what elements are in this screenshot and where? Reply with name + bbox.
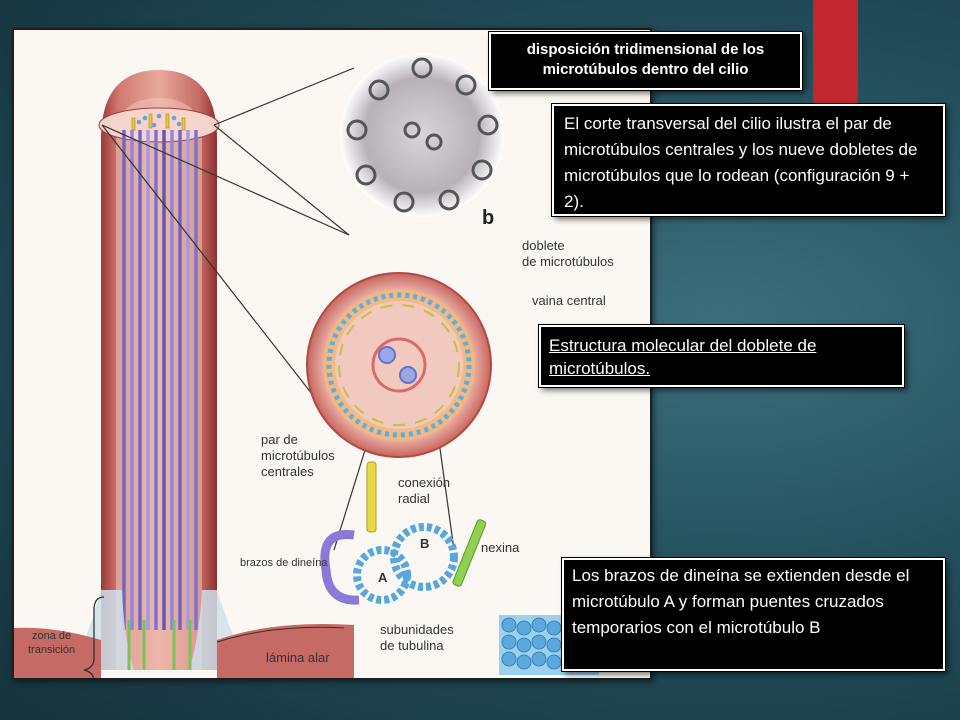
- cilium-cross-section: [306, 272, 492, 458]
- doublet-callout: Estructura molecular del doblete de micr…: [539, 325, 904, 387]
- cilium-illustration: [14, 53, 599, 678]
- micrograph-cross-section: [340, 53, 504, 217]
- label-central-sheath: vaina central: [532, 293, 606, 308]
- label-doublet-1: doblete: [522, 238, 565, 253]
- label-alar-sheet: lámina alar: [266, 650, 330, 665]
- label-central-pair-1: par de: [261, 432, 298, 447]
- label-tubule-b: B: [420, 536, 430, 551]
- label-transition-1: zona de: [32, 630, 72, 642]
- title-callout: disposición tridimensional de los microt…: [489, 32, 802, 90]
- label-radial-2: radial: [398, 491, 430, 506]
- transition-bracket: [83, 596, 105, 678]
- label-tubule-a: A: [378, 570, 388, 585]
- label-central-pair-2: microtúbulos: [261, 448, 335, 463]
- label-central-pair-3: centrales: [261, 464, 314, 479]
- label-tubulin-2: de tubulina: [380, 638, 444, 653]
- cilium-shaft: [14, 70, 354, 678]
- label-radial-1: conexión: [398, 475, 451, 490]
- red-accent-bar: [813, 0, 858, 115]
- label-tubulin-1: subunidades: [380, 622, 454, 637]
- doublet-detail: [320, 461, 487, 605]
- label-dynein-arms: brazos de dineína: [240, 557, 328, 569]
- label-nexin: nexina: [481, 540, 520, 555]
- label-doublet-2: de microtúbulos: [522, 254, 614, 269]
- dynein-callout: Los brazos de dineína se extienden desde…: [562, 558, 945, 671]
- label-transition-2: transición: [28, 644, 76, 656]
- cross-section-callout: El corte transversal del cilio ilustra e…: [552, 104, 945, 216]
- panel-letter-b: b: [482, 207, 495, 229]
